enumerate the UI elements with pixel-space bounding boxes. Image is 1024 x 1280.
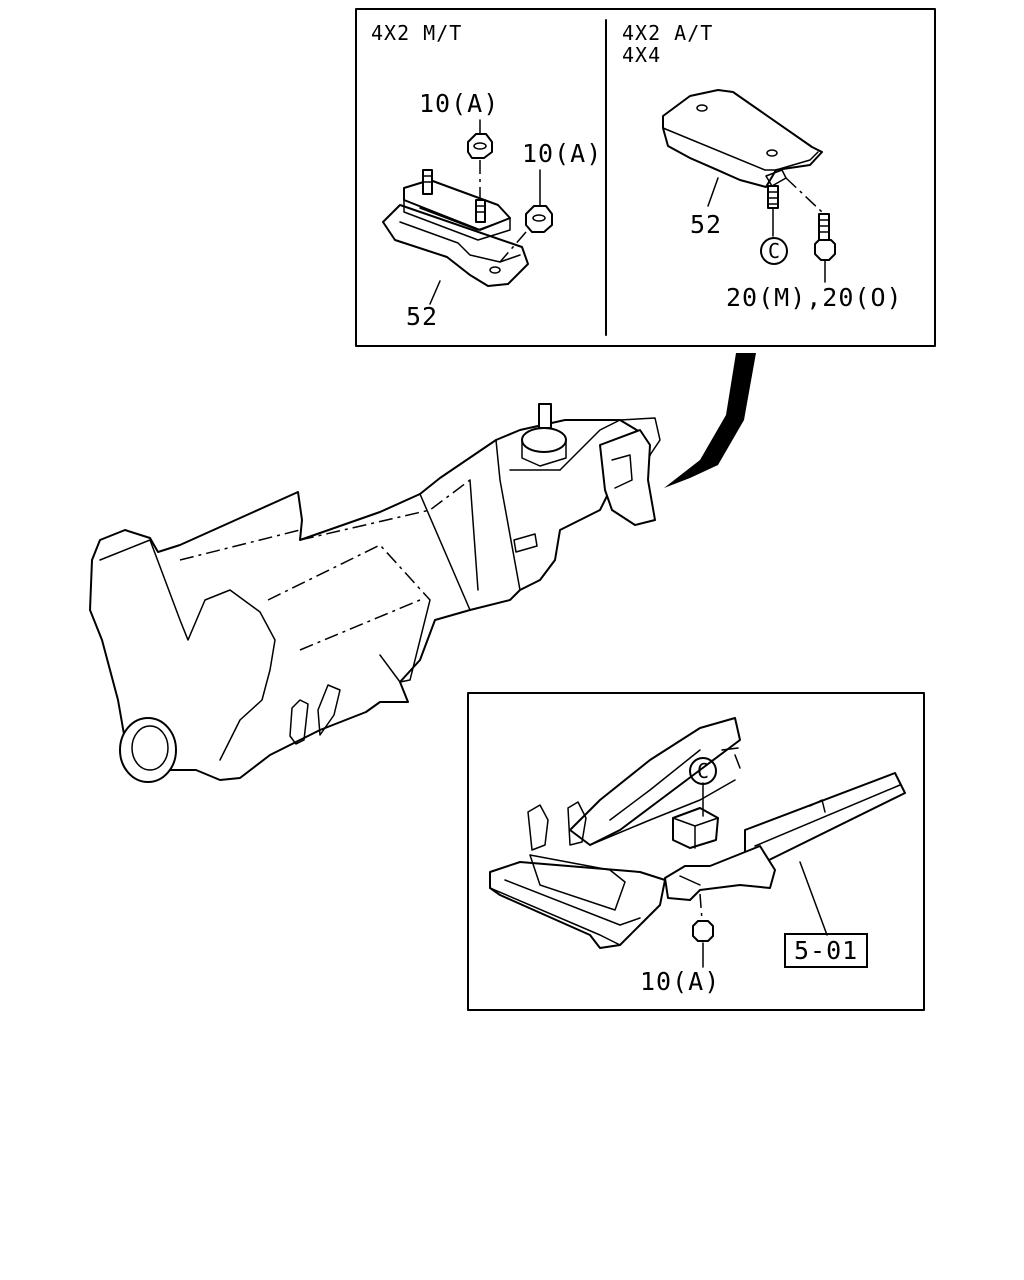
nut-10a-bottom: [692, 920, 714, 942]
crank-pulley: [119, 717, 177, 783]
rear-mount: [599, 429, 656, 526]
label-ref-c-bottom: C: [697, 759, 711, 783]
label-52-at: 52: [690, 210, 723, 239]
label-52-mt: 52: [406, 302, 439, 331]
nut-10a-right: [499, 169, 553, 263]
top-inset-frame: [355, 8, 936, 347]
frame-rail: [744, 772, 906, 863]
label-frame-ref-5-01: 5-01: [784, 933, 869, 968]
crossmember: [489, 861, 666, 949]
bottom-inset-frame: [467, 692, 925, 1011]
nut-10a-upper: [467, 119, 493, 198]
bolt-20: [785, 177, 836, 283]
ref-c-circle-top: [760, 237, 788, 265]
label-bolt-20: 20(M),20(O): [726, 283, 903, 312]
label-nut-10a-upper: 10(A): [419, 89, 500, 118]
bracket-52-at: [662, 89, 823, 188]
engine-transmission: [89, 403, 661, 783]
label-ref-c-top: C: [768, 239, 782, 263]
callout-pointer: [664, 353, 756, 488]
bottom-inset: [467, 692, 925, 1011]
shift-lever: [538, 403, 552, 429]
bolt-c: [760, 185, 788, 265]
leader-52-mt: [429, 280, 441, 305]
leader-52-at: [707, 177, 719, 207]
leader-5-01: [799, 861, 828, 936]
top-inset: [355, 8, 936, 347]
label-nut-10a-right: 10(A): [522, 139, 603, 168]
ref-c-circle-bottom: [689, 757, 717, 785]
label-nut-10a-bottom: 10(A): [640, 967, 721, 996]
title-4x2-at: 4X2 A/T: [622, 21, 714, 45]
title-4x4: 4X4: [622, 43, 662, 67]
title-4x2-mt: 4X2 M/T: [371, 21, 463, 45]
mount-52-mt: [382, 169, 529, 287]
